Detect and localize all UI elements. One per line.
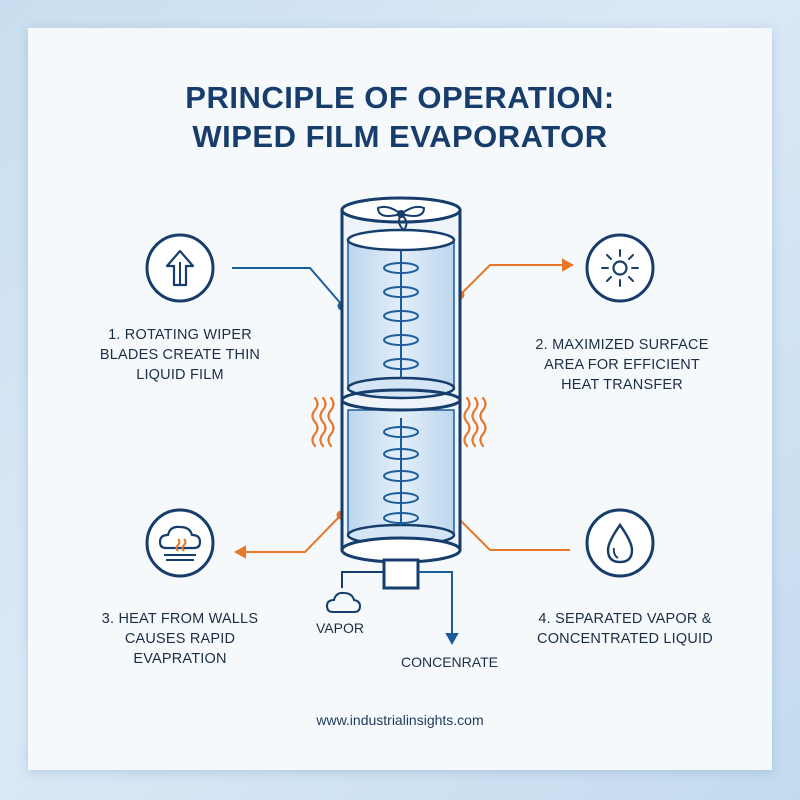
title-line-1: PRINCIPLE OF OPERATION: [185, 80, 615, 115]
concentrate-label: CONCENRATE [401, 654, 498, 670]
concentrate-outlet-line [418, 571, 459, 646]
title-line-2: WIPED FILM EVAPORATOR [192, 119, 608, 154]
footer-url[interactable]: www.industrialinsights.com [316, 712, 484, 728]
connector-step-2 [455, 258, 575, 300]
vapor-label: VAPOR [316, 620, 364, 636]
step-3-label: 3. HEAT FROM WALLS CAUSES RAPID EVAPRATI… [101, 611, 259, 667]
heat-waves-right [463, 396, 487, 448]
connector-step-3 [233, 510, 346, 559]
vapor-outlet-line [341, 571, 384, 588]
connector-step-1 [232, 267, 347, 311]
step-2-label: 2. MAXIMIZED SURFACE AREA FOR EFFICIENT … [535, 337, 709, 393]
small-cloud-icon [325, 591, 362, 613]
up-arrow-icon [145, 233, 215, 303]
fan-icon [376, 205, 426, 232]
sun-icon [585, 233, 655, 303]
connector-step-4 [459, 519, 570, 551]
cloud-heat-icon [145, 508, 215, 578]
wiper-blades-upper [383, 250, 419, 378]
step-1-label: 1. ROTATING WIPER BLADES CREATE THIN LIQ… [99, 327, 261, 383]
heat-waves-left [311, 396, 335, 448]
droplet-icon [585, 508, 655, 578]
step-4-label: 4. SEPARATED VAPOR & CONCENTRATED LIQUID [537, 611, 713, 647]
wiper-blades-lower [383, 418, 419, 525]
